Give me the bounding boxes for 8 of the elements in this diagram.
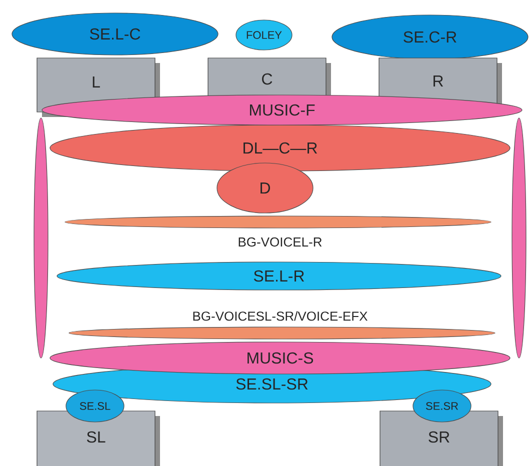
ellipse — [512, 118, 526, 358]
ellipse — [68, 326, 496, 340]
ellipse — [34, 118, 48, 358]
speaker-box: SR — [380, 410, 503, 466]
speaker-box: SL — [36, 410, 160, 466]
zone-label: BG-VOICEL-R — [238, 237, 322, 247]
zone-label: BG-VOICESL-SR/VOICE-EFX — [193, 311, 368, 321]
ellipse — [64, 216, 492, 228]
